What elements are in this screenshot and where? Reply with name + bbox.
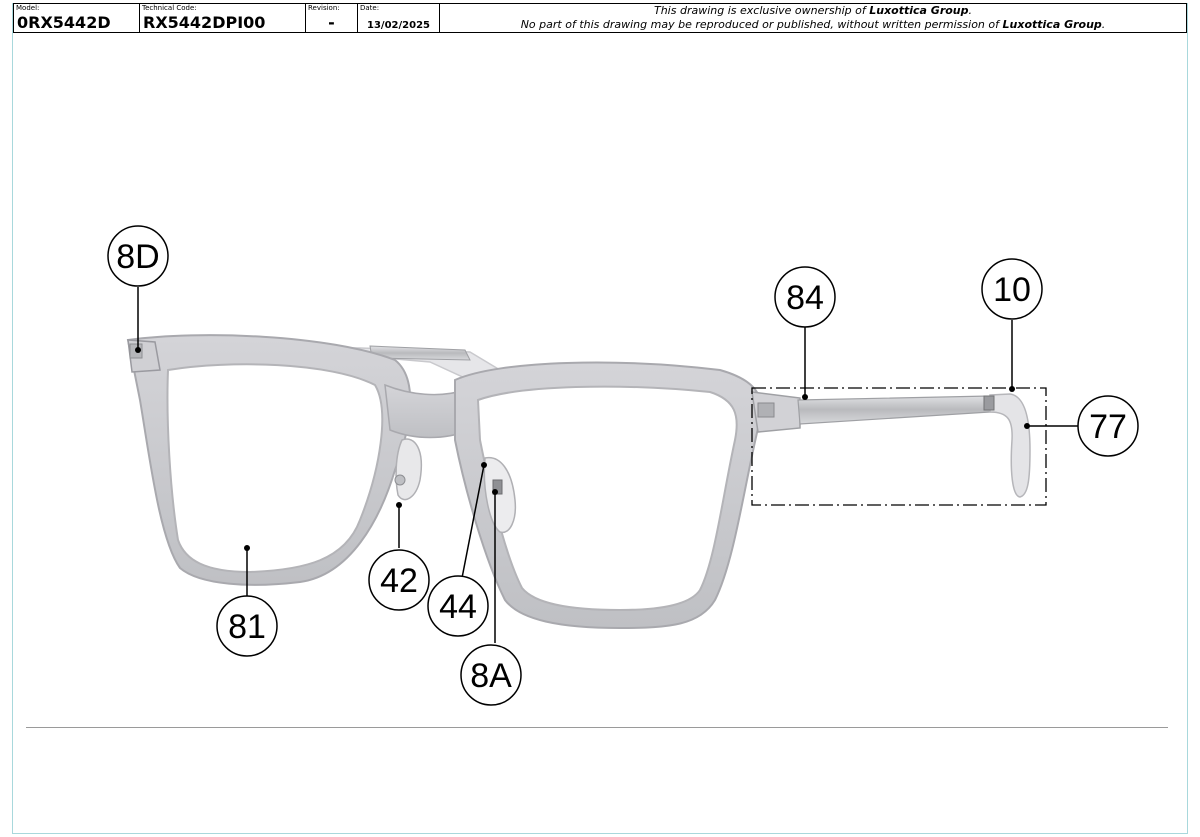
date-value: 13/02/2025 xyxy=(367,20,430,31)
notice-line-2: No part of this drawing may be reproduce… xyxy=(520,18,1106,31)
callout-84: 84 xyxy=(774,266,836,328)
leader-dots xyxy=(135,347,1030,551)
model-label: Model: xyxy=(16,4,40,12)
left-lens-frame xyxy=(126,334,412,586)
callout-42: 42 xyxy=(368,549,430,611)
callout-77: 77 xyxy=(1077,395,1139,457)
right-lens-frame xyxy=(454,361,763,630)
callout-10: 10 xyxy=(981,258,1043,320)
svg-text:77: 77 xyxy=(1089,408,1127,446)
svg-text:8A: 8A xyxy=(470,657,512,695)
model-value: 0RX5442D xyxy=(17,13,111,32)
revision-cell: Revision: - xyxy=(306,4,358,32)
brand-name: Luxottica Group xyxy=(1002,18,1102,31)
revision-value: - xyxy=(328,13,335,32)
technical-code-value: RX5442DPI00 xyxy=(143,13,266,32)
svg-text:44: 44 xyxy=(439,588,477,626)
svg-text:42: 42 xyxy=(380,562,418,600)
ownership-notice: This drawing is exclusive ownership of L… xyxy=(440,4,1186,32)
notice-line-1: This drawing is exclusive ownership of L… xyxy=(653,4,973,17)
date-label: Date: xyxy=(360,4,380,12)
callout-81: 81 xyxy=(216,595,278,657)
brand-name: Luxottica Group xyxy=(869,4,969,17)
leader-lines xyxy=(137,287,1078,643)
bottom-divider xyxy=(26,727,1168,728)
near-temple-arm xyxy=(751,391,1031,498)
svg-text:8D: 8D xyxy=(116,238,159,276)
callout-44: 44 xyxy=(427,575,489,637)
title-block: Model: 0RX5442D Technical Code: RX5442DP… xyxy=(13,3,1187,33)
callout-8A: 8A xyxy=(460,644,522,706)
model-cell: Model: 0RX5442D xyxy=(14,4,140,32)
callout-8D: 8D xyxy=(107,225,169,287)
nose-pads xyxy=(394,438,517,534)
svg-text:81: 81 xyxy=(228,608,266,646)
technical-code-label: Technical Code: xyxy=(142,4,197,12)
date-cell: Date: 13/02/2025 xyxy=(358,4,440,32)
svg-text:84: 84 xyxy=(786,279,824,317)
revision-label: Revision: xyxy=(308,4,340,12)
technical-code-cell: Technical Code: RX5442DPI00 xyxy=(140,4,306,32)
svg-text:10: 10 xyxy=(993,271,1031,309)
temple-detail-box xyxy=(751,387,1047,506)
